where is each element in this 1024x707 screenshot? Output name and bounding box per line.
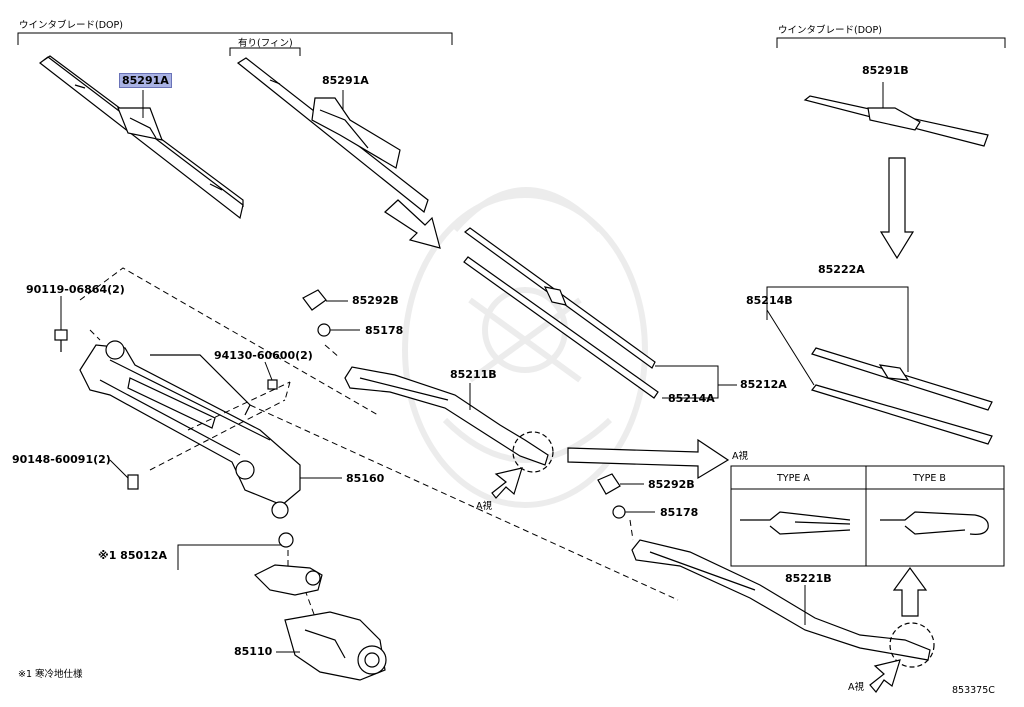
bolt-90119-icon[interactable] bbox=[54, 329, 68, 352]
wiper-blade-85291A-left[interactable] bbox=[39, 55, 244, 220]
cap-85292B-bottom[interactable] bbox=[597, 473, 621, 495]
wiper-motor-85110[interactable] bbox=[284, 611, 387, 681]
arrow-up-right-icon bbox=[491, 467, 523, 499]
part-85214A[interactable]: 85214A bbox=[668, 392, 715, 405]
wiper-arm-85221B[interactable] bbox=[631, 539, 931, 661]
leader-85012A bbox=[177, 544, 282, 570]
leader-94130 bbox=[264, 361, 273, 381]
arrow-down-icon bbox=[879, 157, 915, 260]
part-85212A[interactable]: 85212A bbox=[740, 378, 787, 391]
view-a-circle-left bbox=[512, 431, 554, 473]
bracket-left bbox=[17, 32, 453, 56]
leaders-85222A bbox=[766, 286, 909, 386]
cap-85292B-top[interactable] bbox=[302, 289, 327, 311]
header-right: ウインタブレード(DOP) bbox=[778, 25, 882, 36]
type-b-label: TYPE B bbox=[913, 473, 946, 484]
wiper-arm-85211B[interactable] bbox=[344, 366, 549, 466]
linkage-85012A[interactable] bbox=[253, 532, 323, 596]
part-85291A-left[interactable]: 85291A bbox=[119, 73, 172, 88]
part-85178-bottom[interactable]: 85178 bbox=[660, 506, 699, 519]
part-85222A[interactable]: 85222A bbox=[818, 263, 865, 276]
part-85160[interactable]: 85160 bbox=[346, 472, 385, 485]
view-a-circle-right bbox=[889, 622, 935, 668]
part-90148[interactable]: 90148-60091(2) bbox=[12, 453, 111, 466]
type-b-hook-icon bbox=[880, 511, 989, 535]
part-85221B[interactable]: 85221B bbox=[785, 572, 832, 585]
wiper-blade-85291B[interactable] bbox=[803, 95, 989, 147]
arrow-right-icon bbox=[567, 438, 730, 480]
arrow-down-right-icon bbox=[384, 199, 441, 249]
view-a-box bbox=[730, 465, 1005, 567]
part-85012A[interactable]: ※1 85012A bbox=[98, 549, 167, 562]
leaders-85212A bbox=[655, 365, 737, 399]
nut-85178-top[interactable] bbox=[317, 323, 331, 337]
bolt-90148-icon[interactable] bbox=[127, 474, 139, 490]
view-a-label-right: A視 bbox=[848, 682, 864, 693]
part-85110[interactable]: 85110 bbox=[234, 645, 273, 658]
part-90119[interactable]: 90119-06864(2) bbox=[26, 283, 125, 296]
diagram-code: 853375C bbox=[952, 685, 995, 696]
wiper-linkage-85160[interactable] bbox=[79, 340, 301, 519]
type-a-label: TYPE A bbox=[777, 473, 810, 484]
arrow-up-icon bbox=[892, 566, 928, 617]
wiper-blade-85212A[interactable] bbox=[463, 227, 659, 399]
part-85214B[interactable]: 85214B bbox=[746, 294, 793, 307]
wiper-blade-85222A[interactable] bbox=[810, 347, 993, 445]
part-85291B[interactable]: 85291B bbox=[862, 64, 909, 77]
part-85292B-top[interactable]: 85292B bbox=[352, 294, 399, 307]
type-a-clip-icon bbox=[740, 511, 851, 535]
part-85211B[interactable]: 85211B bbox=[450, 368, 497, 381]
bracket-right bbox=[776, 37, 1006, 48]
leader-90148 bbox=[109, 459, 129, 479]
arrow-up-right-icon-2 bbox=[869, 659, 901, 693]
part-85292B-bottom[interactable]: 85292B bbox=[648, 478, 695, 491]
watermark-crest-icon bbox=[402, 187, 648, 508]
part-94130[interactable]: 94130-60600(2) bbox=[214, 349, 313, 362]
header-left: ウインタブレード(DOP) bbox=[19, 20, 123, 31]
view-a-label-left: A視 bbox=[476, 501, 492, 512]
wiper-blade-85291A-fin[interactable] bbox=[236, 57, 429, 214]
nut-94130-icon[interactable] bbox=[267, 379, 278, 390]
part-85291A-fin[interactable]: 85291A bbox=[322, 74, 369, 87]
part-85178-top[interactable]: 85178 bbox=[365, 324, 404, 337]
view-a-title: A視 bbox=[732, 451, 748, 462]
nut-85178-bottom[interactable] bbox=[612, 505, 626, 519]
header-left-sub: 有り(フィン) bbox=[238, 38, 293, 49]
footnote: ※1 寒冷地仕様 bbox=[18, 669, 83, 680]
